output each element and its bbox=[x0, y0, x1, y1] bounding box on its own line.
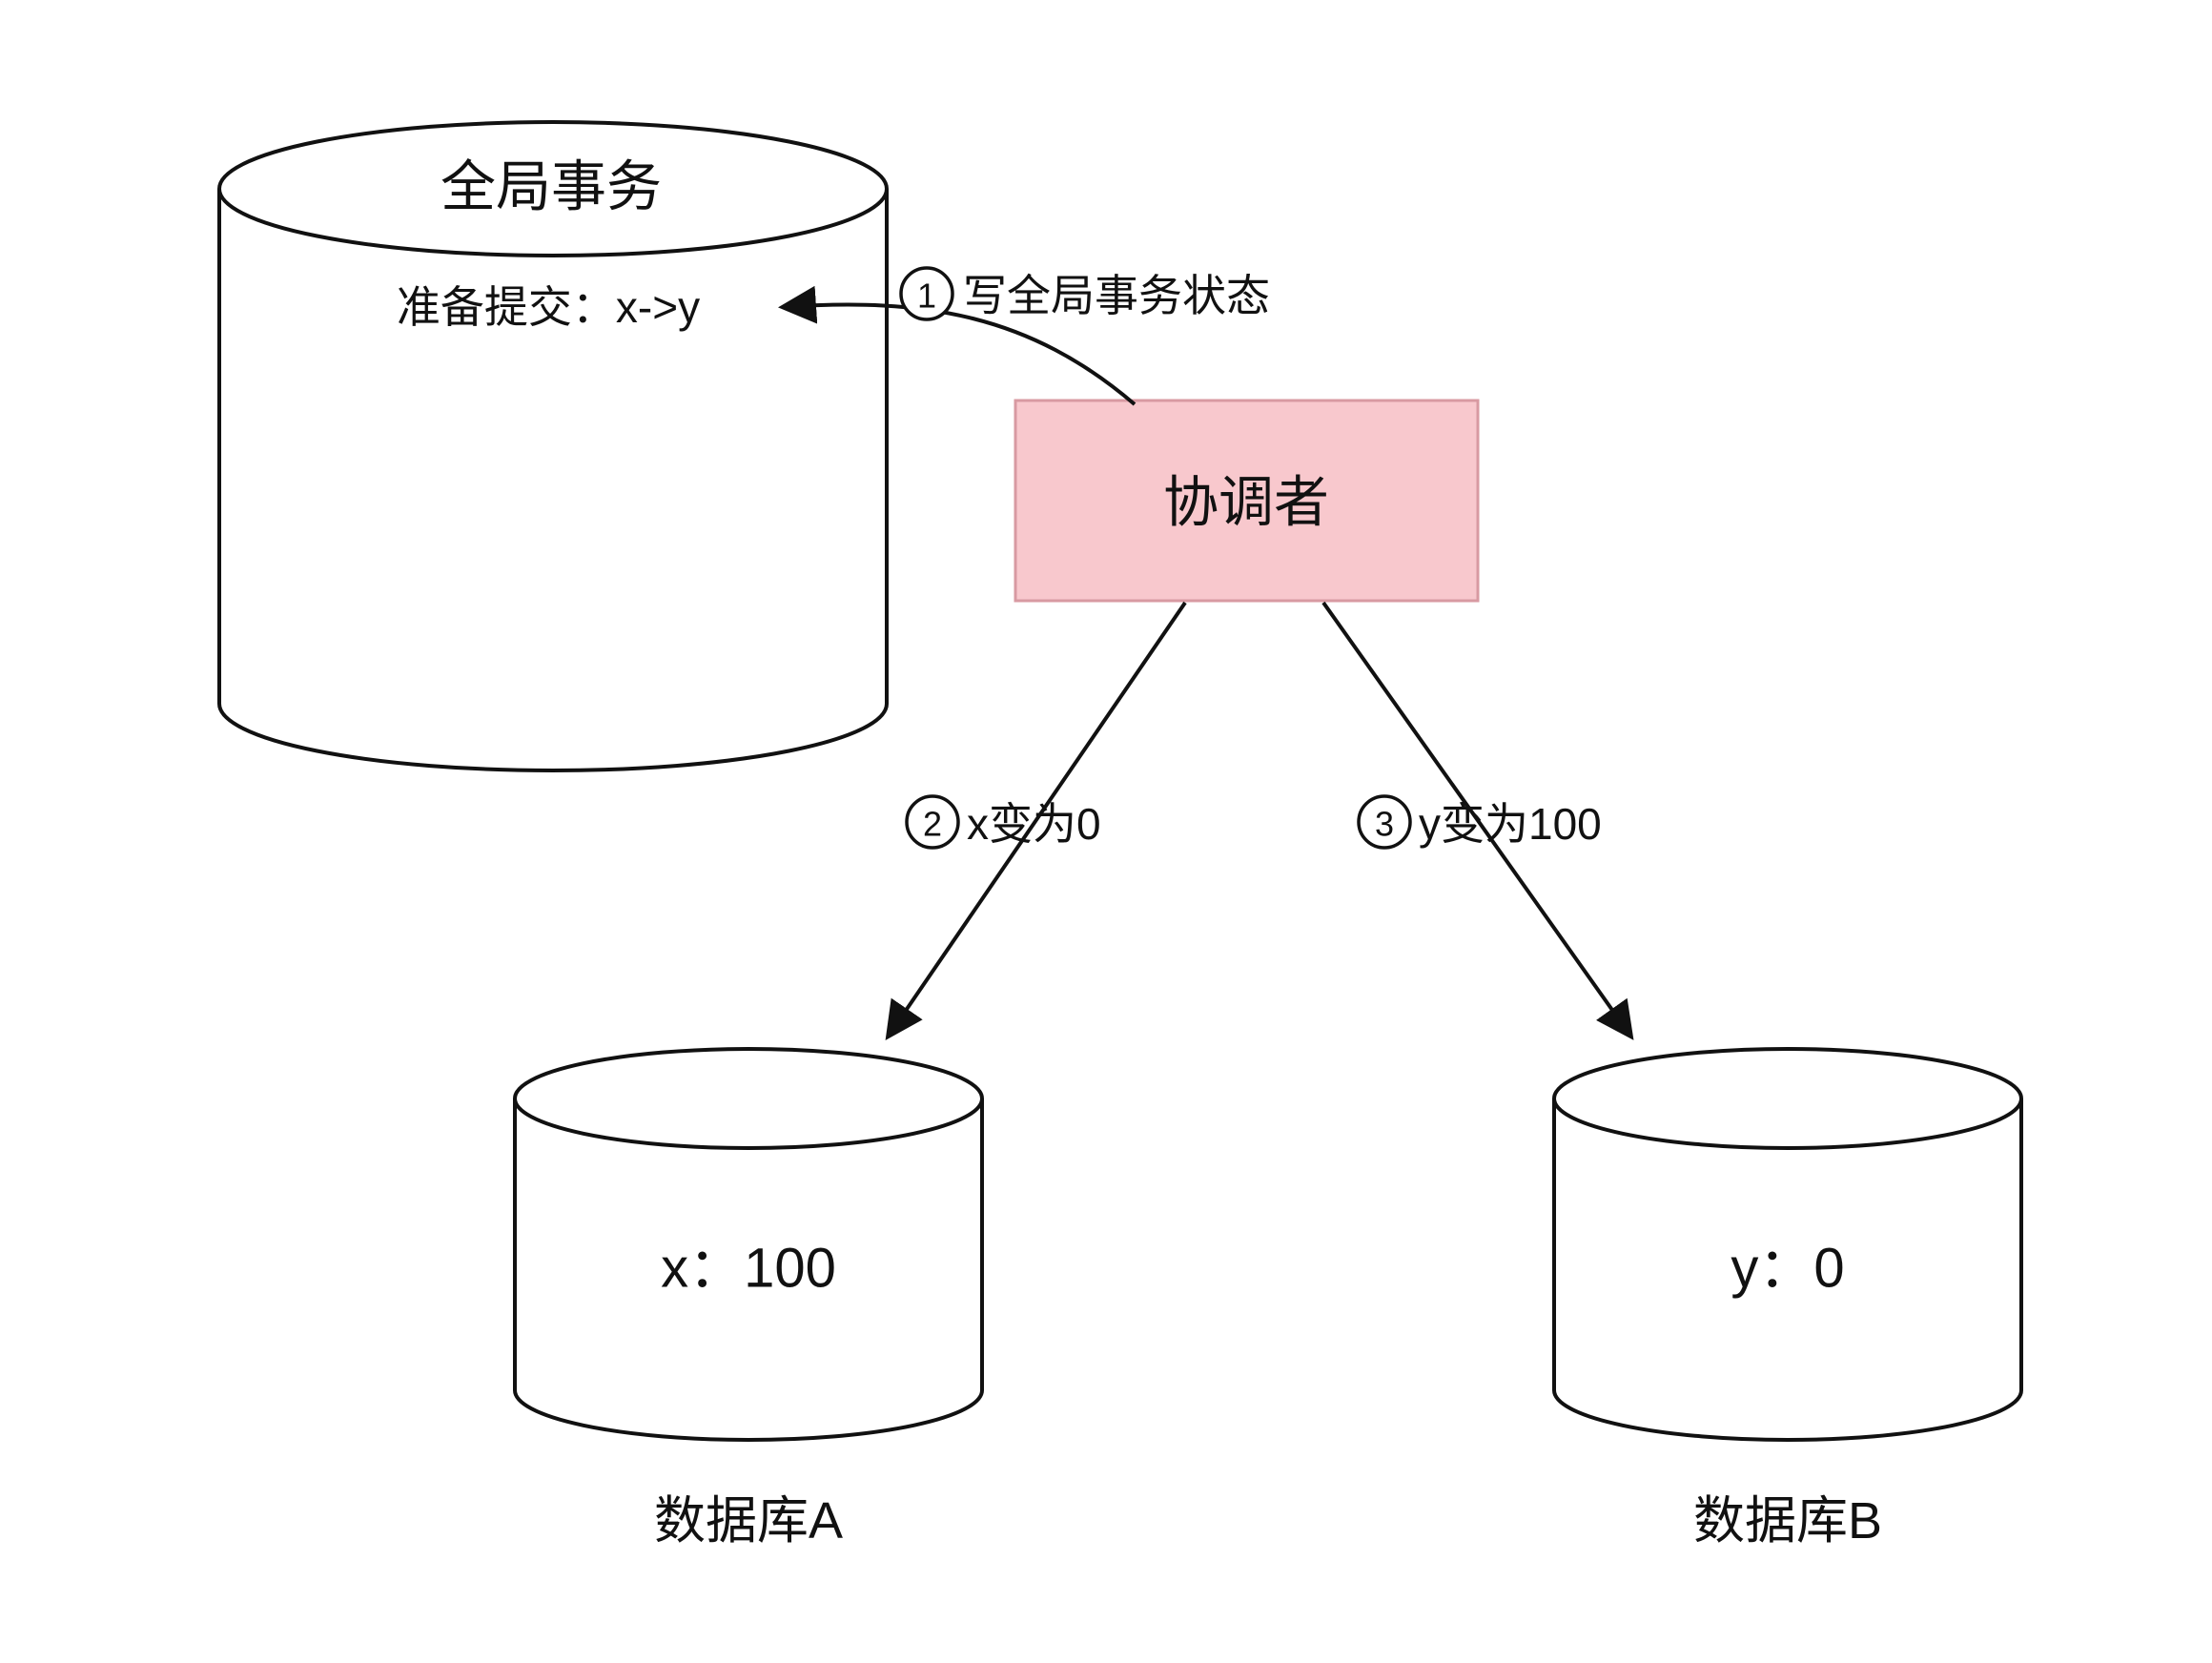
database-b-cylinder: y：0 数据库B bbox=[1552, 1047, 2023, 1550]
step-3-number: 3 bbox=[1375, 805, 1394, 844]
global-tx-title: 全局事务 bbox=[440, 156, 662, 218]
step-3-circle bbox=[1357, 794, 1412, 850]
global-tx-content: 准备提交：x->y bbox=[397, 282, 700, 332]
db-a-cylinder-top bbox=[513, 1047, 984, 1150]
arrow-1-path bbox=[778, 285, 1137, 406]
db-a-caption: 数据库A bbox=[654, 1492, 843, 1550]
global-tx-cylinder-body bbox=[217, 189, 889, 772]
step-2-label: x变为0 bbox=[967, 799, 1101, 849]
db-b-caption: 数据库B bbox=[1693, 1492, 1882, 1550]
arrow-write-global-state: 1 写全局事务状态 bbox=[778, 266, 1270, 406]
db-b-cylinder-top bbox=[1552, 1047, 2023, 1150]
arrow-3-path bbox=[1321, 601, 1634, 1040]
step-1-label: 写全局事务状态 bbox=[963, 271, 1270, 320]
step-2-number: 2 bbox=[923, 805, 942, 844]
step-3-label: y变为100 bbox=[1419, 799, 1602, 849]
db-b-cylinder-body bbox=[1552, 1098, 2023, 1442]
db-b-value: y：0 bbox=[1731, 1238, 1844, 1300]
arrow-x-to-zero: 2 x变为0 bbox=[885, 601, 1187, 1040]
global-transaction-cylinder: 全局事务 准备提交：x->y bbox=[217, 120, 889, 772]
db-a-value: x：100 bbox=[661, 1238, 836, 1300]
global-tx-cylinder-top bbox=[217, 120, 889, 257]
coordinator-label: 协调者 bbox=[1163, 472, 1329, 534]
step-2-circle bbox=[905, 794, 960, 850]
db-a-cylinder-body bbox=[513, 1098, 984, 1442]
arrow-2-path bbox=[885, 601, 1187, 1040]
step-1-number: 1 bbox=[917, 277, 936, 316]
coordinator-rect bbox=[1014, 399, 1480, 603]
arrow-y-to-100: 3 y变为100 bbox=[1321, 601, 1634, 1040]
step-1-circle bbox=[899, 266, 954, 321]
database-a-cylinder: x：100 数据库A bbox=[513, 1047, 984, 1550]
coordinator-box: 协调者 bbox=[1014, 399, 1480, 603]
